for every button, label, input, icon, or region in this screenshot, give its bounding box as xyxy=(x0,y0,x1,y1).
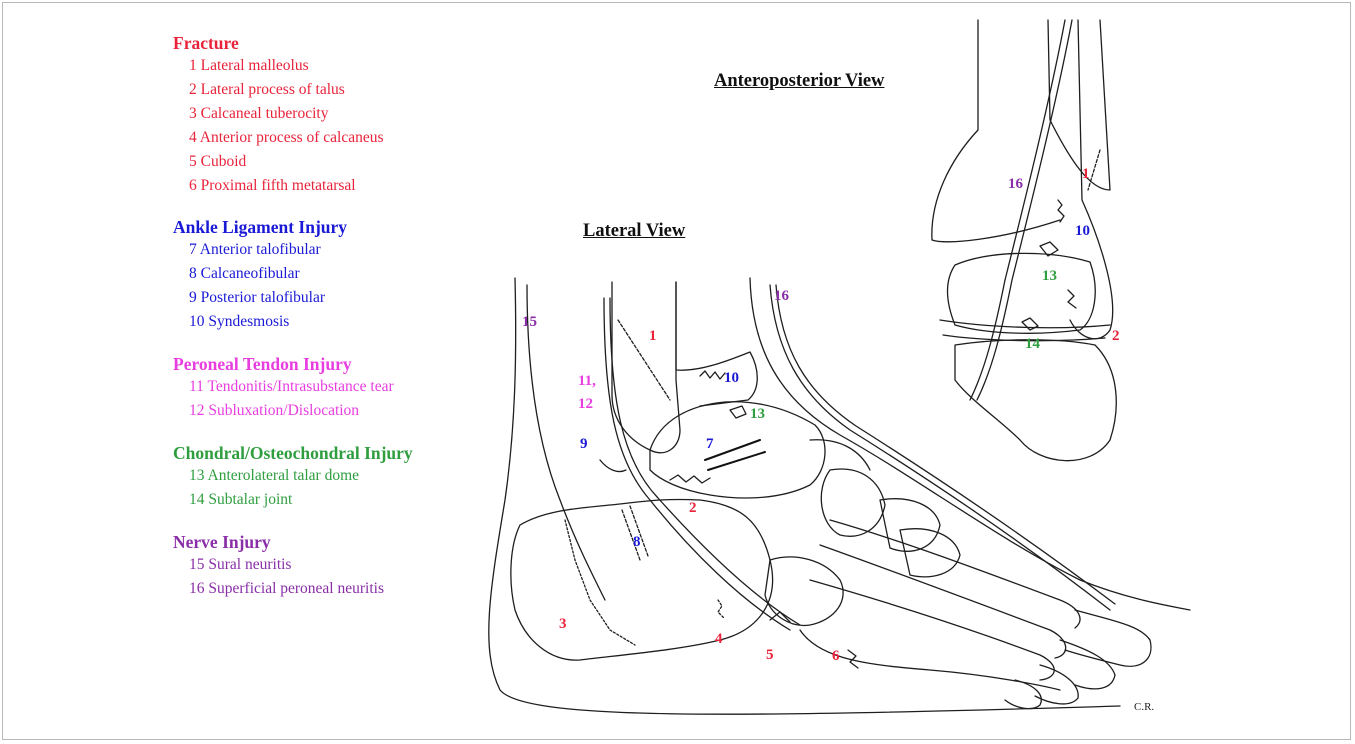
calcaneus xyxy=(511,499,773,660)
metatarsal xyxy=(810,580,1054,680)
superficial-peroneal-nerve xyxy=(776,285,1115,604)
anterior-process-fracture xyxy=(718,600,724,618)
metatarsal xyxy=(820,545,1066,658)
cuneiform xyxy=(880,499,940,552)
marker-8: 8 xyxy=(633,534,641,550)
marker-6: 6 xyxy=(832,648,840,664)
ap-marker-14: 14 xyxy=(1025,336,1041,352)
ap-talus xyxy=(948,253,1096,333)
marker-10: 10 xyxy=(724,370,739,386)
marker-13: 13 xyxy=(750,406,765,422)
marker-7: 7 xyxy=(706,436,714,452)
marker-4: 4 xyxy=(715,631,723,647)
artist-signature: C.R. xyxy=(1134,701,1154,713)
ap-syndesmosis-zigzag xyxy=(1058,200,1064,222)
marker-12: 12 xyxy=(578,396,593,412)
syndesmosis-zigzag xyxy=(700,371,725,379)
talus-neck xyxy=(810,440,870,470)
ap-marker-1: 1 xyxy=(1082,166,1090,182)
ap-ankle-drawing xyxy=(932,20,1116,461)
calcaneofibular-ligament xyxy=(622,506,648,560)
marker-9: 9 xyxy=(580,436,588,452)
superficial-peroneal-nerve xyxy=(770,285,1110,610)
metatarsal xyxy=(830,520,1080,628)
tibia xyxy=(676,282,757,406)
ap-marker-2: 2 xyxy=(1112,328,1120,344)
posterior-talofibular-ligament xyxy=(600,460,626,472)
marker-3: 3 xyxy=(559,616,567,632)
ap-lateral-process-fracture xyxy=(1068,290,1076,308)
ap-marker-10: 10 xyxy=(1075,223,1090,239)
dorsal-skin-line xyxy=(750,278,1190,610)
toe xyxy=(1065,610,1151,666)
marker-16: 16 xyxy=(774,288,790,304)
marker-1: 1 xyxy=(649,328,657,344)
marker-15: 15 xyxy=(522,314,537,330)
peroneal-tendon xyxy=(610,298,800,625)
lateral-markers: 1 2 3 4 5 6 7 8 9 10 11, 12 13 15 16 xyxy=(522,288,840,664)
marker-2: 2 xyxy=(689,500,697,516)
talar-dome-lesion xyxy=(730,406,746,418)
marker-5: 5 xyxy=(766,647,774,663)
talus xyxy=(650,402,825,498)
sural-nerve xyxy=(527,285,605,600)
atfl-ligament xyxy=(705,440,765,470)
ap-marker-16: 16 xyxy=(1008,176,1024,192)
navicular xyxy=(821,469,885,536)
ap-marker-13: 13 xyxy=(1042,268,1057,284)
marker-11: 11, xyxy=(578,373,596,389)
toe xyxy=(1060,640,1115,689)
fibula-fracture-line xyxy=(618,320,670,400)
ap-superficial-peroneal-nerve xyxy=(970,20,1065,400)
lateral-process-fracture xyxy=(670,475,710,483)
ap-calcaneus xyxy=(955,340,1116,461)
